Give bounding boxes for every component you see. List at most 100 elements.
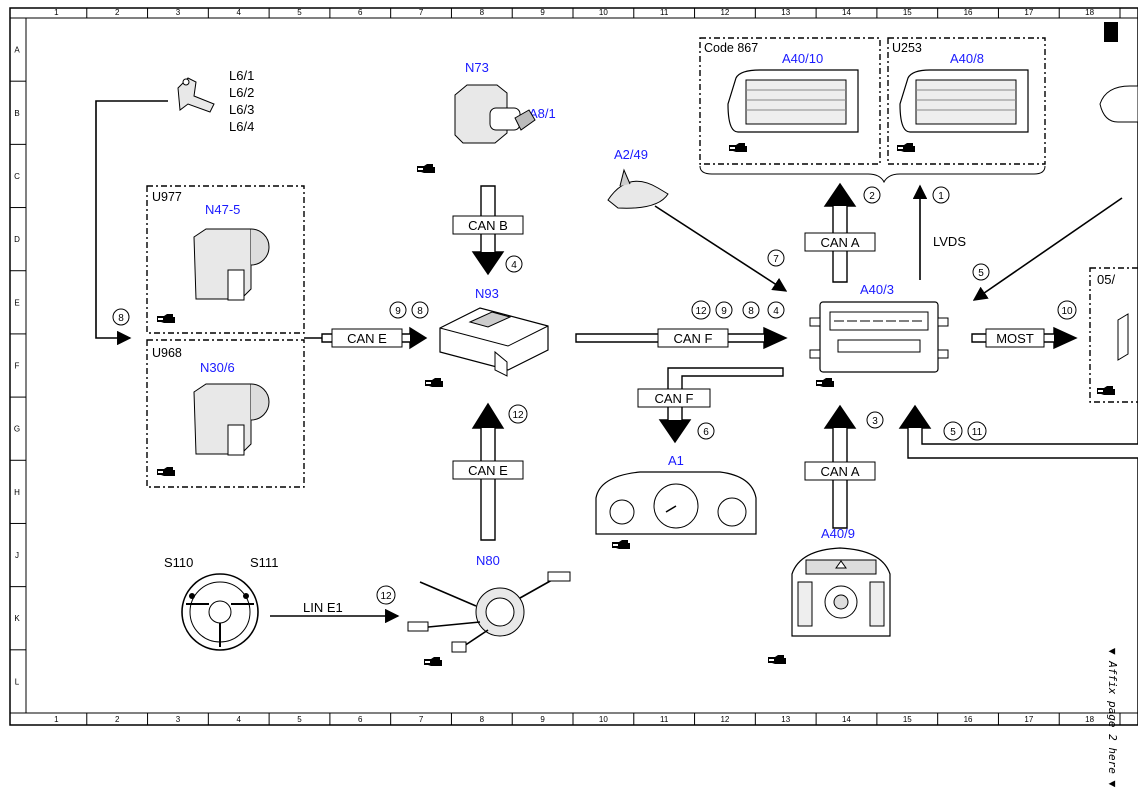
grid-column-label: 4 [236,8,241,17]
can-b-bus: CAN B [452,185,524,276]
svg-text:4: 4 [511,260,517,271]
offpage-device [1097,313,1129,395]
a1-instrument-cluster [595,471,757,549]
footnote-4-f: 4 [767,301,785,319]
grid-column-label: 3 [176,8,181,17]
svg-text:9: 9 [395,306,401,317]
svg-text:6: 6 [703,427,709,438]
code-867-label: Code 867 [704,41,758,55]
grid-row-label: B [14,109,19,118]
a1-label: A1 [668,453,684,468]
grid-column-label: 7 [419,8,424,17]
s110-label: S110 [164,555,193,570]
grid-column-label: 18 [1085,715,1094,724]
footnote-7: 7 [767,249,785,267]
grid-row-label: A [14,46,20,55]
l6-label-3: L6/3 [229,102,254,117]
svg-text:5: 5 [950,427,956,438]
svg-text:CAN A: CAN A [820,235,859,250]
svg-text:8: 8 [118,313,124,324]
can-f-branch-bus: CAN F [637,367,784,444]
display-brace [699,165,1046,184]
code-867-box [699,37,881,165]
grid-row-label: G [14,425,20,434]
grid-column-label: 14 [842,715,851,724]
footnote-6: 6 [697,422,715,440]
grid-column-label: 12 [720,8,729,17]
grid-column-label: 8 [480,8,485,17]
grid-row-label: J [15,551,19,560]
a2-49-antenna [607,168,669,209]
grid-column-label: 5 [297,715,302,724]
a40-8-label: A40/8 [950,51,984,66]
svg-text:CAN F: CAN F [674,331,713,346]
grid-column-label: 7 [419,715,424,724]
svg-text:8: 8 [417,306,423,317]
n80-steering-column-module [407,571,571,666]
footnote-5-top: 5 [972,263,990,281]
n47-5-label: N47-5 [205,202,240,217]
grid-column-label: 16 [964,8,973,17]
svg-text:8: 8 [748,306,754,317]
grid-column-label: 1 [54,8,59,17]
grid-column-label: 16 [964,715,973,724]
grid-column-label: 1 [54,715,59,724]
u977-label: U977 [152,190,182,204]
return-bus-right [898,404,1138,459]
svg-text:4: 4 [773,306,779,317]
lvds-label: LVDS [933,234,966,249]
top-right-offpage-device [1099,22,1138,123]
grid-column-label: 2 [115,8,120,17]
grid-column-label: 11 [660,715,669,724]
right-signal-line [972,197,1123,301]
grid-row-label: D [14,235,20,244]
grid-row-label: H [14,488,20,497]
grid-column-label: 13 [781,8,790,17]
u977-box [146,185,305,334]
svg-text:7: 7 [773,254,779,265]
svg-text:CAN B: CAN B [468,218,508,233]
grid-column-label: 18 [1085,8,1094,17]
a40-3-label: A40/3 [860,282,894,297]
svg-text:11: 11 [972,427,983,438]
grid-row-label: K [14,614,20,623]
svg-text:1: 1 [938,191,944,202]
svg-text:CAN F: CAN F [655,391,694,406]
svg-text:MOST: MOST [996,331,1034,346]
grid-column-label: 6 [358,8,363,17]
svg-text:10: 10 [1061,306,1073,317]
a2-49-label: A2/49 [614,147,648,162]
svg-text:5: 5 [978,268,984,279]
l6-label-2: L6/2 [229,85,254,100]
frame [9,7,1138,726]
right-offpage-box [1089,267,1138,403]
grid-row-label: F [15,362,20,371]
n30-6-label: N30/6 [200,360,235,375]
l6-sensor-device [177,77,215,113]
l6-label-1: L6/1 [229,68,254,83]
a8-1-label: A8/1 [529,106,556,121]
grid-column-label: 15 [903,8,912,17]
s111-label: S111 [250,555,278,570]
footnote-8-f: 8 [742,301,760,319]
grid-column-label: 4 [236,715,241,724]
grid-column-label: 5 [297,8,302,17]
svg-text:9: 9 [721,306,727,317]
footnote-10: 10 [1057,300,1077,320]
u253-box [887,37,1046,165]
svg-text:2: 2 [869,191,875,202]
grid-column-label: 12 [720,715,729,724]
grid-row-label: L [15,677,20,686]
n73-label: N73 [465,60,489,75]
footnote-8-n93: 8 [411,301,429,319]
grid-column-label: 14 [842,8,851,17]
steering-wheel [181,573,259,651]
svg-text:CAN E: CAN E [347,331,387,346]
grid-column-label: 9 [540,715,545,724]
footnote-12-n80: 12 [508,404,528,424]
can-e-left-bus: CAN E [321,326,428,350]
